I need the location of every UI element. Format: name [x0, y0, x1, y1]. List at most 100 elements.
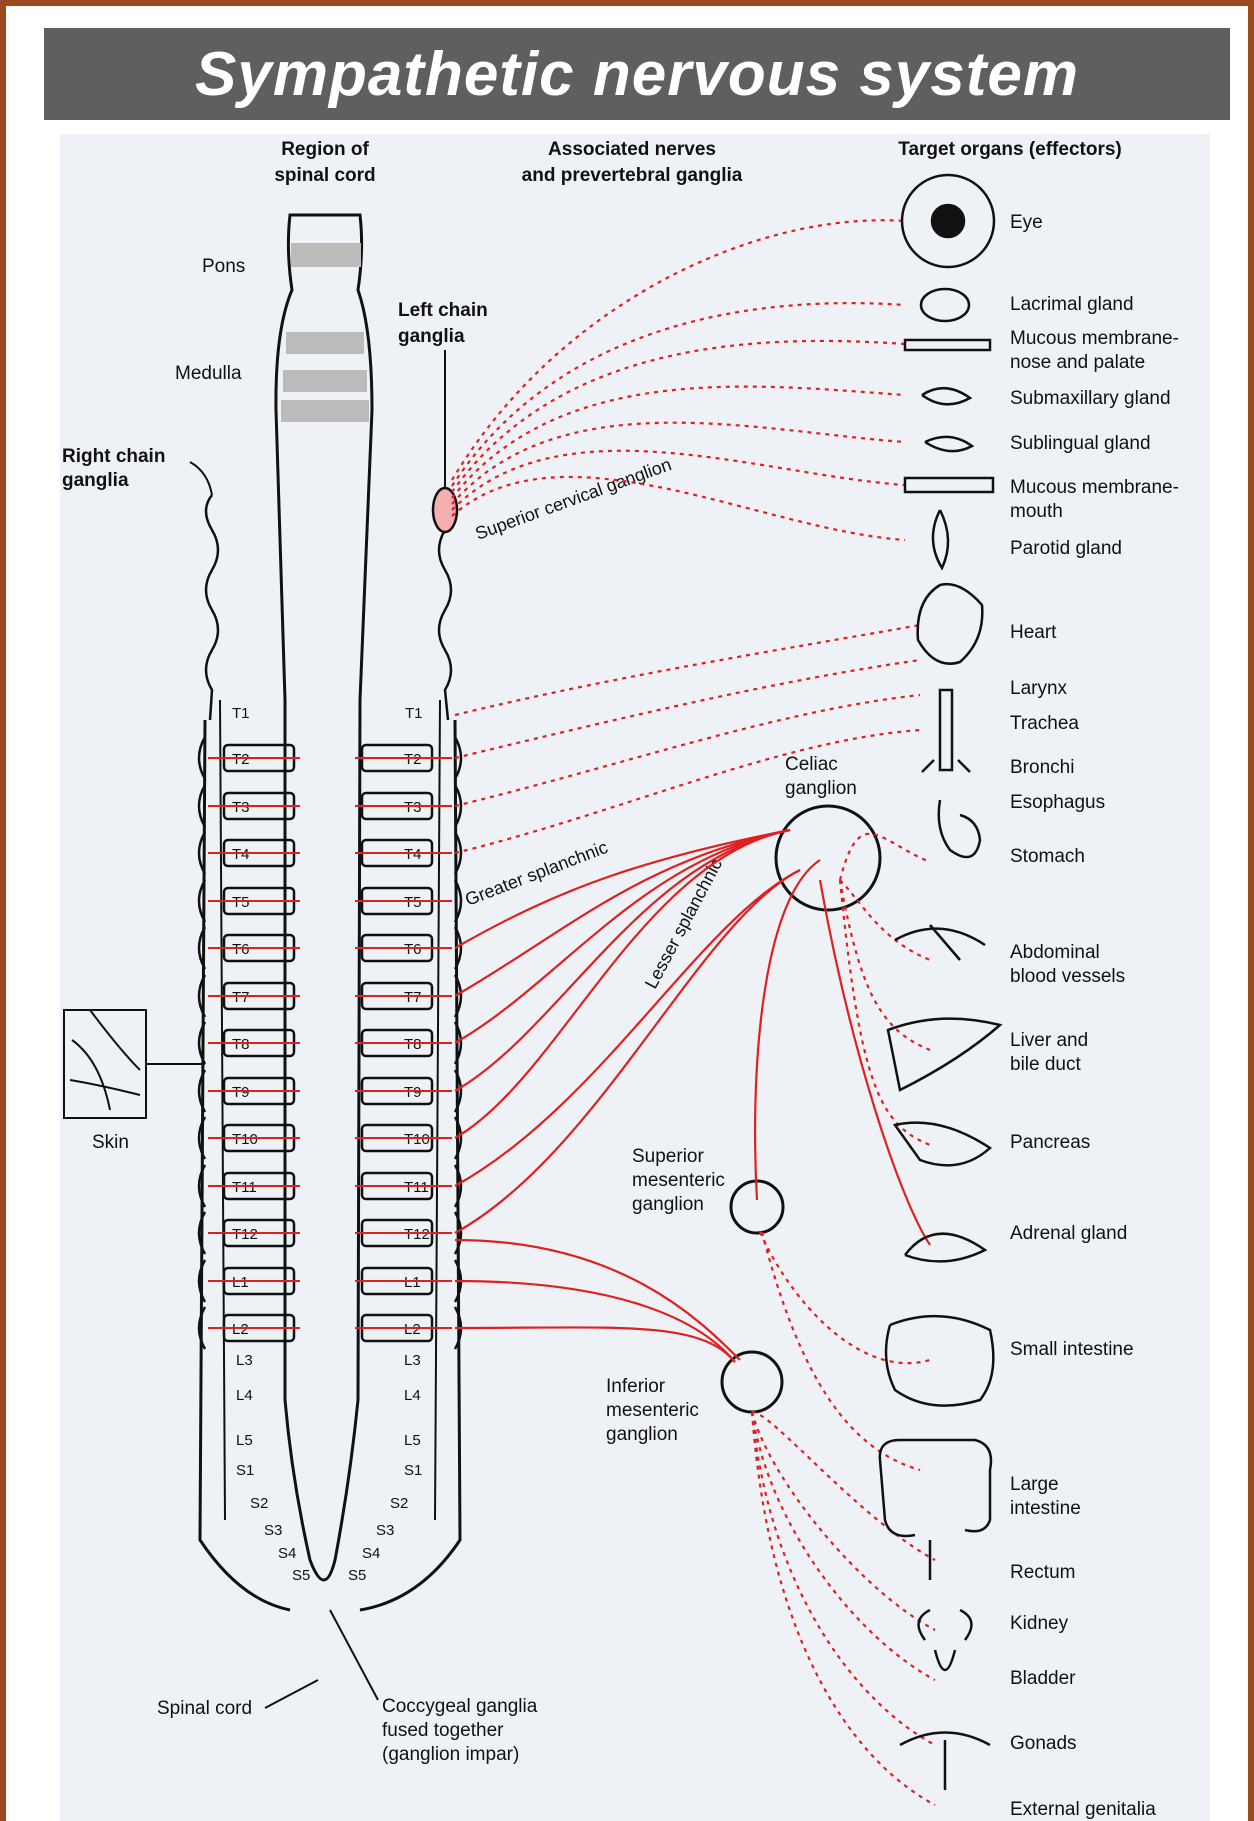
- label-greater-splanchnic: Greater splanchnic: [462, 837, 610, 910]
- organ-bronchi: Bronchi: [1010, 757, 1074, 778]
- label-skin: Skin: [92, 1132, 129, 1153]
- nerve-cervical-mouth: [452, 451, 905, 510]
- segment-label-right: T6: [404, 941, 422, 958]
- organ-stomach: Stomach: [1010, 846, 1085, 867]
- organ-mucous-nose-2: nose and palate: [1010, 352, 1145, 373]
- segment-label-left: T7: [232, 989, 250, 1006]
- label-sup-mes-2: mesenteric: [632, 1170, 725, 1191]
- label-inf-mes-1: Inferior: [606, 1376, 666, 1397]
- nerve-infmes-bladder: [752, 1412, 935, 1680]
- nerve-cervical-lacrimal: [452, 303, 905, 486]
- organ-eye: Eye: [1010, 212, 1043, 233]
- header-region-2: spinal cord: [274, 165, 375, 186]
- segment-label-left: T12: [232, 1226, 258, 1243]
- segment-label-left: T5: [232, 894, 250, 911]
- submaxillary-gland-icon: [922, 388, 970, 404]
- nerve-celiac-stomach: [840, 834, 930, 880]
- spinal-cord-pointer: [265, 1680, 318, 1708]
- segment-label-right: S2: [390, 1495, 408, 1512]
- organ-large-intestine-2: intestine: [1010, 1498, 1081, 1519]
- organ-external-genitalia: External genitalia: [1010, 1799, 1156, 1820]
- gonads-icon: [900, 1733, 990, 1791]
- organ-mucous-nose-1: Mucous membrane-: [1010, 328, 1179, 349]
- label-sup-mes-1: Superior: [632, 1146, 704, 1167]
- organ-small-intestine: Small intestine: [1010, 1339, 1134, 1360]
- segment-label-left: S4: [278, 1545, 296, 1562]
- label-left-chain-2: ganglia: [398, 326, 465, 347]
- adrenal-gland-icon: [905, 1234, 985, 1262]
- eye-pupil-icon: [932, 205, 964, 237]
- organ-abdominal-1: Abdominal: [1010, 942, 1100, 963]
- coccygeal-pointer: [330, 1610, 378, 1700]
- abdominal-vessels-icon: [895, 925, 985, 960]
- organ-rectum: Rectum: [1010, 1562, 1075, 1583]
- organ-esophagus: Esophagus: [1010, 792, 1105, 813]
- brainstem-bands: [281, 243, 369, 422]
- nerve-greater-splanchnic: [455, 830, 790, 1091]
- trachea-icon: [940, 690, 952, 770]
- segment-label-right: T2: [404, 751, 422, 768]
- segment-label-left: T3: [232, 799, 250, 816]
- organ-mucous-mouth-2: mouth: [1010, 501, 1063, 522]
- segment-label-right: S1: [404, 1462, 422, 1479]
- nerve-lesser-splanchnic: [455, 870, 800, 1186]
- label-left-chain-1: Left chain: [398, 300, 488, 321]
- label-celiac-2: ganglion: [785, 778, 857, 799]
- segment-label-left: T11: [232, 1179, 257, 1196]
- inferior-mesenteric-circle: [722, 1352, 782, 1412]
- organ-larynx: Larynx: [1010, 678, 1068, 699]
- organ-labels: Eye Lacrimal gland Mucous membrane- nose…: [1010, 212, 1179, 1820]
- segment-label-left: T4: [232, 846, 250, 863]
- nerve-pathways: [452, 220, 935, 1805]
- organ-abdominal-2: blood vessels: [1010, 966, 1125, 987]
- nerve-lumbar-splanchnic: [455, 1281, 735, 1362]
- parotid-gland-icon: [933, 510, 948, 568]
- segment-label-right: L4: [404, 1387, 421, 1404]
- label-sup-mes-3: ganglion: [632, 1194, 704, 1215]
- nerve-celiac-adrenal: [820, 880, 930, 1245]
- label-inf-mes-2: mesenteric: [606, 1400, 699, 1421]
- skin-icon: [64, 1010, 205, 1118]
- segment-label-right: T11: [404, 1179, 429, 1196]
- mouth-mucosa-icon: [905, 478, 993, 492]
- label-superior-cervical: Superior cervical ganglion: [473, 454, 674, 544]
- segment-label-left: T9: [232, 1084, 250, 1101]
- segment-label-left: T10: [232, 1131, 258, 1148]
- organ-liver-1: Liver and: [1010, 1030, 1088, 1051]
- heart-icon: [918, 584, 983, 664]
- organ-lacrimal: Lacrimal gland: [1010, 294, 1134, 315]
- label-inf-mes-3: ganglion: [606, 1424, 678, 1445]
- segment-label-right: L3: [404, 1352, 421, 1369]
- segment-label-right: T8: [404, 1036, 422, 1053]
- nerve-cervical-eye: [452, 220, 905, 480]
- segment-label-right: T1: [405, 705, 423, 722]
- nerve-supmes-small-intestine: [760, 1232, 930, 1363]
- label-right-chain-1: Right chain: [62, 446, 165, 467]
- nerve-celiac-liver: [840, 880, 930, 1050]
- segment-label-right: T10: [404, 1131, 430, 1148]
- organ-sublingual: Sublingual gland: [1010, 433, 1151, 454]
- large-intestine-icon: [880, 1440, 991, 1536]
- organ-kidney: Kidney: [1010, 1613, 1069, 1634]
- header-nerves-2: and prevertebral ganglia: [522, 165, 743, 186]
- segment-label-left: S1: [236, 1462, 254, 1479]
- organ-liver-2: bile duct: [1010, 1054, 1081, 1075]
- nerve-celiac-superior-mesenteric: [755, 860, 820, 1200]
- segment-label-left: L2: [232, 1321, 249, 1338]
- organ-trachea: Trachea: [1010, 713, 1079, 734]
- stomach-icon: [939, 800, 980, 857]
- nerve-lumbar-splanchnic: [455, 1327, 735, 1362]
- nerve-celiac-pancreas: [840, 880, 930, 1145]
- segment-label-right: L2: [404, 1321, 421, 1338]
- segment-label-right: T3: [404, 799, 422, 816]
- nerve-thoracic-cardiac: [455, 625, 920, 715]
- segment-label-left: L5: [236, 1432, 253, 1449]
- label-pons: Pons: [202, 256, 245, 277]
- nerve-cervical-submaxillary: [452, 387, 905, 498]
- lacrimal-gland-icon: [921, 289, 969, 321]
- organ-bladder: Bladder: [1010, 1668, 1076, 1689]
- right-chain-ganglia: [206, 495, 218, 720]
- label-right-chain-2: ganglia: [62, 470, 129, 491]
